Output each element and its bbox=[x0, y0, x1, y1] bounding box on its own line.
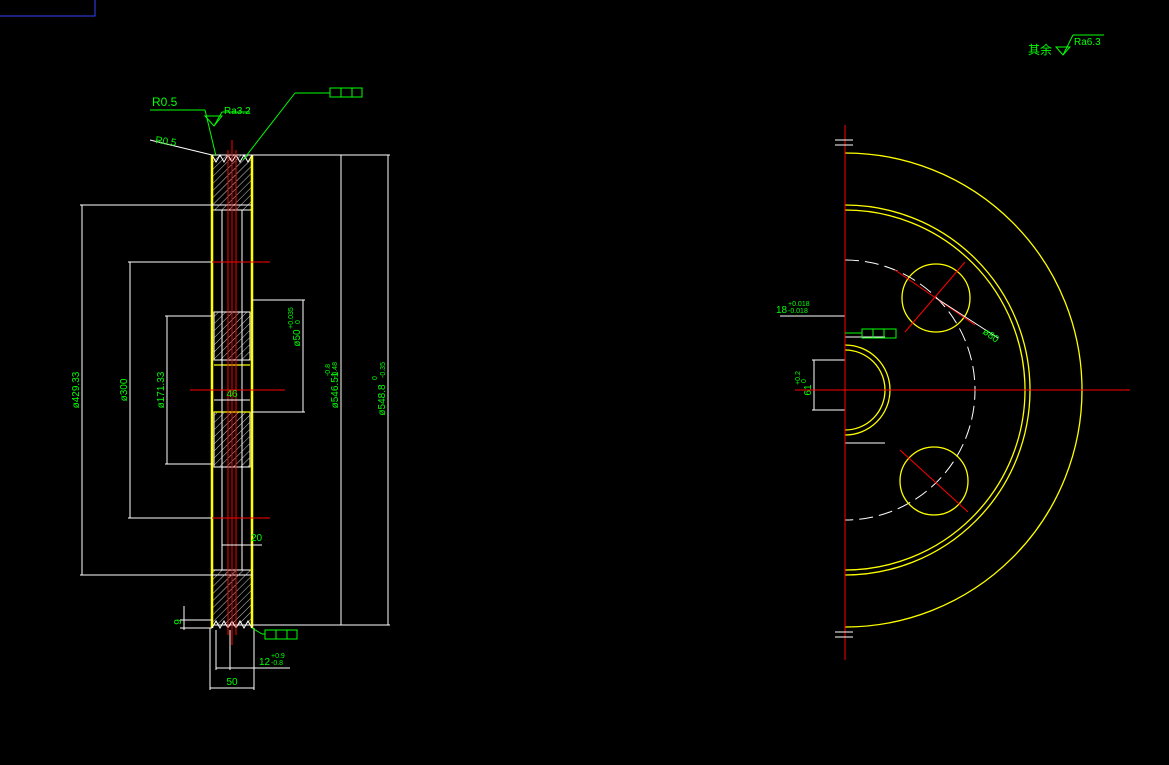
dim-r-side: R0.5 bbox=[155, 135, 178, 149]
dim-key-61-tol: +0.2 bbox=[795, 371, 802, 385]
dim-roughness-top: Ra3.2 bbox=[224, 106, 251, 117]
dim-r-top: R0.5 bbox=[152, 95, 178, 109]
dim-dia-50: ø50 bbox=[292, 329, 303, 347]
dim-key-18-tol2: -0.018 bbox=[788, 308, 808, 315]
dim-dia-546-tol: -0.8 bbox=[325, 364, 332, 376]
dim-key-61: 61 bbox=[803, 384, 814, 396]
dim-key-61-tol2: 0 bbox=[801, 379, 808, 383]
dim-width-50: 50 bbox=[226, 677, 238, 688]
dim-dia-300: ø300 bbox=[119, 378, 130, 401]
dim-slot-12: 12 bbox=[259, 657, 271, 668]
dim-hole-80: ø80 bbox=[980, 326, 1001, 345]
dim-dia-50-tol: +0.035 bbox=[288, 307, 295, 329]
dim-dia-50-tol2: 0 bbox=[295, 320, 302, 324]
viewport-frame bbox=[0, 0, 96, 17]
dim-slot-12-tol: +0.9 bbox=[271, 653, 285, 660]
dim-gap-9: 9 bbox=[173, 619, 184, 625]
surface-roughness-note: 其余 Ra6.3 bbox=[1028, 34, 1104, 57]
dim-width-46: 46 bbox=[226, 389, 238, 400]
dim-dia-171: ø171.33 bbox=[156, 371, 167, 408]
dim-width-20: 20 bbox=[251, 533, 263, 544]
dim-dia-546: ø546.51 bbox=[330, 371, 341, 408]
dim-dia-546-tol2: -0.48 bbox=[332, 362, 339, 378]
dim-dia-429: ø429.33 bbox=[71, 371, 82, 408]
side-section-view: R0.5 R0.5 Ra3.2 ø429.33 ø300 ø171.33 ø50… bbox=[71, 87, 390, 690]
dim-key-18-tol: +0.018 bbox=[788, 301, 810, 308]
front-half-view: 18 +0.018 -0.018 61 +0.2 0 ø80 bbox=[776, 125, 1130, 660]
note-rest: 其余 bbox=[1028, 42, 1052, 57]
dim-key-18: 18 bbox=[776, 305, 788, 316]
note-roughness: Ra6.3 bbox=[1074, 37, 1101, 48]
dim-dia-548-tol2: -0.35 bbox=[380, 362, 387, 378]
dim-dia-548-tol: 0 bbox=[372, 376, 379, 380]
dim-slot-12-tol2: -0.8 bbox=[271, 660, 283, 667]
dim-dia-548: ø548.8 bbox=[377, 384, 388, 416]
